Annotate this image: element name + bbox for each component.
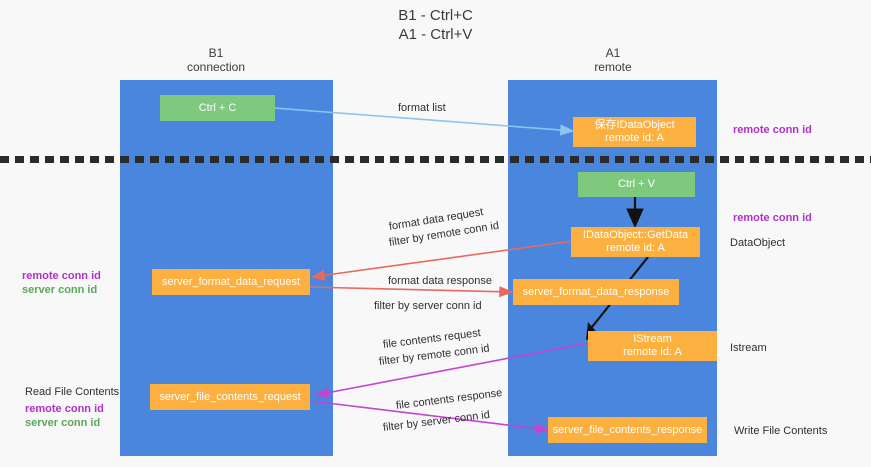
server-conn-id-text: server conn id	[412, 300, 482, 312]
annotation-dataobject: DataObject	[730, 237, 786, 249]
column-header-a1-name: A1	[605, 46, 621, 60]
node-server-file-contents-response-label: server_file_contents_response	[552, 423, 703, 436]
filter-by-text: filter by	[374, 300, 410, 312]
annotation-read-file-contents: Read File Contents	[25, 386, 120, 398]
node-istream[interactable]: IStream remote id: A	[588, 331, 717, 361]
node-idataobject-getdata[interactable]: IDataObject::GetData remote id: A	[571, 227, 700, 257]
node-save-idataobject-line2: remote id: A	[605, 132, 664, 144]
node-server-format-data-response-label: server_format_data_response	[522, 285, 670, 298]
node-ctrl-c-label: Ctrl + C	[198, 101, 237, 114]
node-server-file-contents-request-label: server_file_contents_request	[159, 390, 301, 403]
annotation-remote-conn-id-mid: remote conn id	[733, 212, 812, 224]
node-ctrl-c[interactable]: Ctrl + C	[160, 95, 275, 121]
server-conn-id-text: server conn id	[420, 408, 491, 430]
column-header-b1-sub: connection	[186, 60, 246, 74]
node-server-file-contents-response[interactable]: server_file_contents_response	[548, 417, 707, 443]
annotation-remote-conn-id-top: remote conn id	[733, 124, 812, 136]
annotation-write-file-contents: Write File Contents	[734, 425, 828, 437]
dashed-separator	[0, 156, 871, 163]
node-ctrl-v-label: Ctrl + V	[618, 178, 655, 190]
node-save-idataobject[interactable]: 保存IDataObject remote id: A	[573, 117, 696, 147]
node-server-file-contents-request[interactable]: server_file_contents_request	[150, 384, 310, 410]
node-server-format-data-response[interactable]: server_format_data_response	[513, 279, 679, 305]
node-istream-line1: IStream	[633, 333, 672, 345]
column-header-b1-name: B1	[208, 46, 224, 60]
node-server-format-data-request-label: server_format_data_request	[161, 275, 301, 288]
annotation-left-remote-conn-id-bottom: remote conn id	[25, 403, 104, 415]
column-header-b1: B1 connection	[146, 46, 286, 74]
node-getdata-line1: IDataObject::GetData	[582, 229, 689, 241]
annotation-istream: Istream	[730, 342, 767, 354]
page-title: B1 - Ctrl+C A1 - Ctrl+V	[0, 6, 871, 44]
filter-by-text: filter by	[388, 231, 425, 249]
annotation-left-server-conn-id-bottom: server conn id	[25, 417, 101, 429]
title-line-2: A1 - Ctrl+V	[398, 26, 473, 43]
node-istream-line2: remote id: A	[623, 346, 682, 358]
annotation-left-remote-conn-id-mid: remote conn id	[22, 270, 101, 282]
filter-by-text: filter by	[378, 351, 415, 368]
edge-label-filter-by-server-conn-id-format: filter by server conn id	[374, 299, 482, 313]
filter-by-text: filter by	[382, 417, 419, 434]
annotation-left-server-conn-id-mid: server conn id	[22, 284, 98, 296]
edge-label-format-data-response: format data response	[388, 275, 492, 287]
node-save-idataobject-line1: 保存IDataObject	[594, 119, 675, 131]
node-server-format-data-request[interactable]: server_format_data_request	[152, 269, 310, 295]
column-header-a1: A1 remote	[543, 46, 683, 74]
column-header-a1-sub: remote	[594, 60, 632, 74]
node-getdata-line2: remote id: A	[606, 242, 665, 254]
edge-label-format-list: format list	[398, 102, 446, 114]
node-ctrl-v[interactable]: Ctrl + V	[578, 172, 695, 197]
title-line-1: B1 - Ctrl+C	[398, 7, 473, 24]
